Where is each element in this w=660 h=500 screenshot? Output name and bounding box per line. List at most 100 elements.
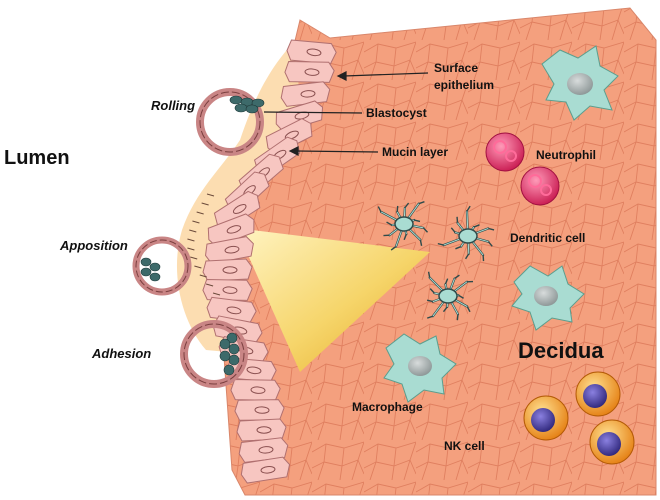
dendrite-twig: [488, 227, 495, 231]
label-neutrophil: Neutrophil: [536, 148, 596, 162]
macrophage-top: [541, 45, 619, 121]
epithelial-cell-body: [280, 81, 331, 107]
nk-cell-3: [589, 419, 635, 465]
blastocyst-ring-inner: [135, 239, 189, 293]
label-surface-line2: epithelium: [434, 78, 494, 92]
epithelial-cell-body: [284, 60, 335, 83]
dendrite-twig: [464, 253, 470, 260]
epithelial-cell-body: [213, 190, 261, 231]
dendrite-twig: [444, 278, 449, 285]
inner-cell-mass: [140, 257, 161, 282]
inner-cell-mass: [229, 95, 265, 114]
blastocyst-ring-inner: [183, 323, 245, 385]
microvilli: [187, 193, 221, 296]
epithelial-cell: [240, 456, 291, 484]
dendrite-twig: [466, 205, 471, 212]
epithelial-cell: [234, 399, 285, 421]
epithelial-cell: [213, 190, 261, 231]
microvillus: [196, 211, 204, 215]
label-adhesion: Adhesion: [91, 346, 151, 361]
label-blastocyst: Blastocyst: [366, 106, 427, 120]
dendrite-twig: [450, 227, 456, 233]
microvillus: [205, 283, 214, 287]
dendrite-twig: [418, 201, 425, 205]
epithelial-cell-body: [202, 258, 253, 282]
epithelial-cell-body: [240, 456, 291, 484]
arrow-surface-epithelium: [343, 72, 429, 77]
dendrite-twig: [473, 224, 480, 228]
dendrite-twig: [404, 202, 410, 209]
epithelial-cell: [230, 378, 281, 401]
dendrite-twig: [454, 274, 460, 280]
inner-cell-mass: [219, 332, 240, 376]
label-lumen: Lumen: [4, 147, 70, 169]
epithelial-cell-body: [204, 236, 254, 265]
microvillus: [194, 265, 202, 269]
microvillus: [201, 202, 209, 206]
epithelial-cell-nucleus: [222, 286, 238, 294]
dendritic-cell-body: [394, 216, 414, 232]
epithelial-cell-nucleus: [254, 406, 270, 414]
macrophage-bottom: [383, 333, 457, 403]
epithelial-cell-nucleus: [258, 446, 274, 454]
macrophage-right: [511, 265, 585, 331]
label-dendritic-cell: Dendritic cell: [510, 231, 585, 245]
label-nk-cell: NK cell: [444, 439, 485, 453]
light-cone: [236, 228, 430, 372]
leader-lines: [263, 71, 429, 156]
epithelial-cell-body: [234, 399, 285, 421]
dendritic-cells: [377, 201, 495, 321]
microvillus: [199, 274, 207, 278]
epithelial-cell-nucleus: [260, 466, 276, 474]
epithelial-cell-nucleus: [300, 90, 316, 98]
label-surface-line1: Surface: [434, 61, 478, 75]
blastocyst-rolling: [196, 88, 265, 156]
microvillus: [187, 247, 195, 251]
blastocyst-apposition: [132, 236, 192, 296]
label-macrophage: Macrophage: [352, 400, 423, 414]
epithelial-cell-body: [202, 278, 253, 301]
epithelial-cell-body: [230, 378, 281, 401]
epithelial-cell-body: [286, 39, 337, 65]
nk-cell-1: [523, 395, 569, 441]
label-decidua: Decidua: [518, 338, 604, 363]
dendrite-twig: [456, 314, 459, 321]
dendrite-twig: [390, 245, 397, 251]
epithelial-cell: [204, 236, 254, 265]
dendrite-twig: [487, 241, 493, 247]
epithelial-cell-nucleus: [222, 266, 238, 274]
epithelial-cell-body: [207, 213, 255, 248]
dendrite-twig: [396, 205, 399, 213]
dendrite-twig: [442, 306, 448, 313]
surface-epithelium: [202, 39, 337, 484]
epithelial-cell-nucleus: [306, 48, 322, 57]
dendrite-twig: [426, 315, 434, 319]
neutrophil-2: [520, 166, 560, 206]
blastocyst-ring-inner: [199, 91, 261, 153]
dendrite-twig: [414, 219, 421, 223]
arrowhead-surface-epithelium: [336, 71, 347, 81]
epithelial-cell: [280, 81, 331, 107]
arrowhead-mucin-layer: [288, 146, 299, 156]
dendrite-twig: [422, 227, 429, 233]
epithelial-cell-body: [275, 100, 324, 133]
microvillus: [206, 193, 215, 197]
epithelial-cell: [286, 39, 337, 65]
dendrite-twig: [377, 206, 382, 213]
blastocyst-adhesion: [180, 320, 248, 388]
arrow-mucin-layer: [295, 150, 379, 153]
dendritic-cell: [426, 271, 474, 321]
label-apposition: Apposition: [59, 238, 128, 253]
dendrite-twig: [437, 242, 444, 246]
dendritic-cell-body: [458, 228, 478, 244]
epithelial-cell-nucleus: [224, 245, 240, 254]
epithelial-cell: [207, 213, 255, 248]
arrow-blastocyst: [263, 111, 363, 114]
microvillus: [192, 220, 200, 224]
dendrite-twig: [426, 299, 434, 303]
microvillus: [190, 256, 198, 260]
epithelial-cell-nucleus: [232, 204, 247, 214]
dendrite-twig: [455, 245, 462, 250]
